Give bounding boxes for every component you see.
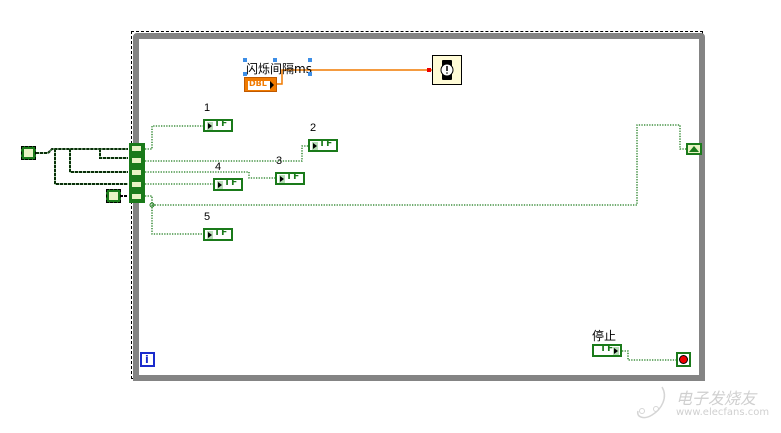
indicator-3-label: 3 (276, 155, 283, 167)
indicator-3[interactable]: TF (275, 172, 305, 185)
watermark-brand: 电子发烧友 (676, 389, 757, 408)
dbl-control-terminal[interactable]: DBL (244, 77, 277, 92)
watermark-url: www.elecfans.com (676, 407, 770, 418)
dbl-label: DBL (249, 79, 267, 88)
stop-label: 停止 (592, 329, 617, 343)
shift-terminal-3[interactable] (130, 168, 143, 177)
shift-terminal-2[interactable] (130, 156, 143, 165)
shift-register-left[interactable] (129, 143, 145, 203)
shift-terminal-5[interactable] (130, 192, 143, 201)
loop-condition-terminal[interactable] (676, 352, 691, 367)
indicator-2[interactable]: TF (308, 139, 338, 152)
wire-to-3 (145, 171, 275, 179)
stop-sign-icon (679, 355, 688, 364)
watermark-logo-icon (636, 386, 666, 419)
wire-to-2 (145, 145, 308, 162)
watch-icon (440, 60, 454, 80)
indicator-2-label: 2 (310, 122, 317, 134)
wire-junction (149, 202, 155, 208)
indicator-4-label: 4 (215, 161, 222, 173)
indicator-5[interactable]: TF (203, 228, 233, 241)
triangle-up-icon (689, 146, 699, 152)
control-label-selection[interactable]: 闪烁间隔ms (243, 58, 312, 76)
wait-ms-function[interactable] (432, 55, 462, 85)
shift-terminal-4[interactable] (130, 180, 143, 189)
interval-control-label: 闪烁间隔ms (246, 62, 312, 76)
numeric-wire (276, 69, 432, 85)
wire-to-shift (152, 124, 687, 206)
indicator-1-label: 1 (204, 102, 211, 114)
boolean-array-constant[interactable] (21, 146, 36, 160)
indicator-4[interactable]: TF (213, 178, 243, 191)
indicator-1[interactable]: TF (203, 119, 233, 132)
stop-button-control[interactable]: TF (592, 344, 622, 357)
wire-arrow-dot (427, 68, 431, 72)
wire-to-1 (145, 125, 203, 150)
iteration-terminal: i (140, 352, 155, 367)
boolean-constant-2[interactable] (106, 189, 121, 203)
wire-stop (622, 350, 677, 361)
shift-register-right[interactable] (686, 143, 702, 155)
wire-to-5 (145, 195, 203, 235)
while-loop-frame[interactable] (133, 33, 705, 381)
shift-terminal-1[interactable] (130, 144, 143, 153)
watermark: 电子发烧友 www.elecfans.com (632, 383, 777, 428)
indicator-5-label: 5 (204, 211, 211, 223)
